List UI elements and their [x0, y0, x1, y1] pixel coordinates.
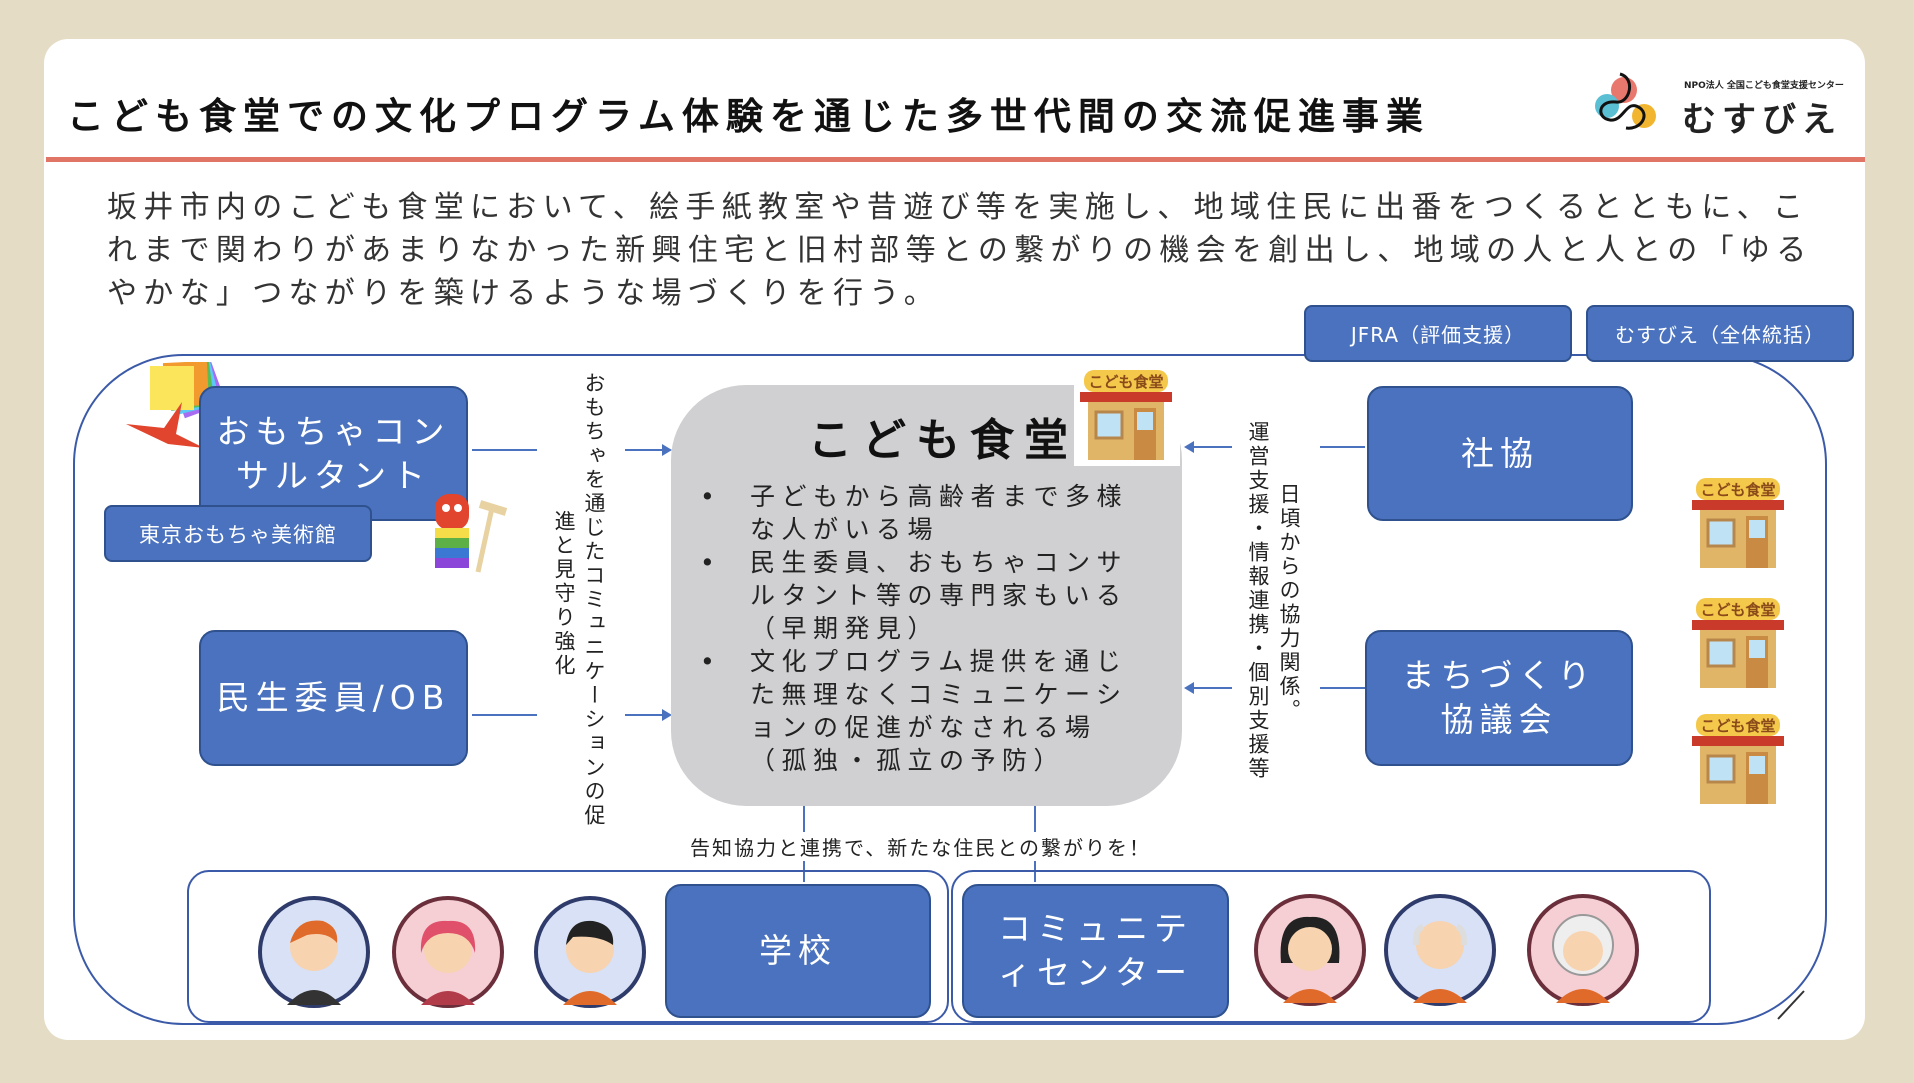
title-divider [46, 157, 1865, 162]
shop-icon: こども食堂 [1692, 598, 1784, 688]
shop-icon: こども食堂 [1692, 714, 1784, 804]
town-council-box: まちづくり協議会 [1365, 630, 1633, 766]
social-welfare-council-box: 社協 [1367, 386, 1633, 521]
logo-mark-icon [1595, 72, 1656, 130]
connector-line [472, 714, 537, 716]
toy-museum-box: 東京おもちゃ美術館 [104, 505, 372, 562]
slash-mark-icon [1777, 990, 1805, 1020]
school-box: 学校 [665, 884, 931, 1018]
shop-icon: こども食堂 [1692, 478, 1784, 568]
child-boy-avatar-icon [258, 896, 370, 1008]
connector-line [1320, 687, 1365, 689]
connector-line [1192, 446, 1232, 448]
toy-daruma-icon [435, 494, 508, 573]
connector-line [1192, 687, 1232, 689]
hub-feature-list: 子どもから高齢者まで多様な人がいる場 民生委員、おもちゃコンサルタント等の専門家… [700, 480, 1150, 777]
bottom-note: 告知協力と連携で、新たな住民との繋がりを！ [686, 832, 1155, 861]
musubie-logo: NPO法人 全国こども食堂支援センター むすびえ [1590, 68, 1844, 140]
musubie-box: むすびえ（全体統括） [1586, 305, 1854, 362]
school-residents-panel [187, 870, 949, 1023]
arrow-right-icon [662, 444, 672, 456]
community-residents-panel [951, 870, 1711, 1023]
left-flow-text-1: おもちゃを通じたコミュニケーションの促 [582, 372, 606, 828]
connector-line [625, 714, 663, 716]
arrow-left-icon [1184, 682, 1194, 694]
hub-feature-item: 子どもから高齢者まで多様な人がいる場 [700, 480, 1150, 546]
connector-line [472, 449, 537, 451]
network-outline [73, 354, 1827, 1025]
right-flow-text-2: 日頃からの協力関係。 [1277, 483, 1301, 723]
elderly-woman-avatar-icon [1527, 894, 1639, 1006]
community-center-box: コミュニティセンター [962, 884, 1229, 1018]
logo-org: NPO法人 全国こども食堂支援センター [1684, 81, 1844, 91]
arrow-left-icon [1184, 441, 1194, 453]
shop-sign-text: こども食堂 [1700, 481, 1775, 499]
shop-sign-text: こども食堂 [1700, 601, 1775, 619]
child-girl-avatar-icon [392, 896, 504, 1008]
hub-feature-item: 文化プログラム提供を通じた無理なくコミュニケーションの促進がなされる場（孤独・孤… [700, 645, 1150, 777]
connector-line [1320, 446, 1365, 448]
shop-sign-text: こども食堂 [1700, 717, 1775, 735]
page-title: こども食堂での文化プログラム体験を通じた多世代間の交流促進事業 [67, 95, 1430, 138]
toy-consultant-box: おもちゃコンサルタント [199, 386, 468, 521]
elderly-man-avatar-icon [1384, 894, 1496, 1006]
shop-icon: こども食堂 [1080, 370, 1172, 460]
right-flow-text-1: 運営支援・情報連携・個別支援等 [1246, 421, 1270, 781]
adult-woman-avatar-icon [1254, 894, 1366, 1006]
welfare-commissioner-box: 民生委員/OB [199, 630, 468, 766]
hub-feature-item: 民生委員、おもちゃコンサルタント等の専門家もいる（早期発見） [700, 546, 1150, 645]
arrow-right-icon [662, 709, 672, 721]
connector-line [625, 449, 663, 451]
jfra-box: JFRA（評価支援） [1304, 305, 1572, 362]
description: 坂井市内のこども食堂において、絵手紙教室や昔遊び等を実施し、地域住民に出番をつく… [107, 190, 1813, 311]
hub-title: こども食堂 [808, 415, 1078, 466]
shop-sign-text: こども食堂 [1088, 373, 1163, 391]
logo-name: むすびえ [1682, 100, 1842, 140]
child-boy2-avatar-icon [534, 896, 646, 1008]
left-flow-text-2: 進と見守り強化 [552, 510, 576, 678]
